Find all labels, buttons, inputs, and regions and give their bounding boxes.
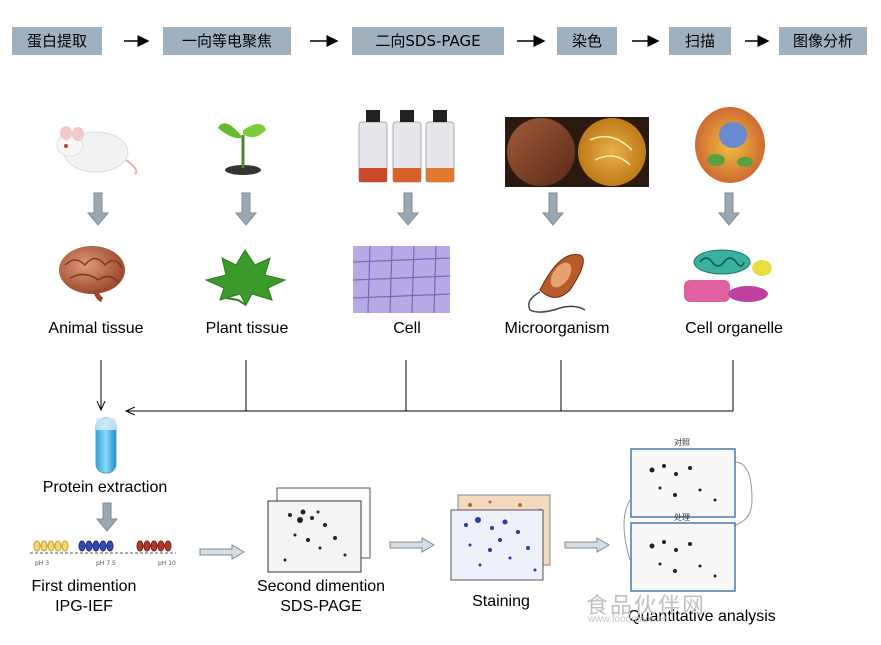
second-dimension-label: Second dimention [256,578,386,595]
treatment-gel-label: 处理 [674,512,690,522]
source-label-microorganism: Microorganism [504,320,610,337]
quantitative-analysis-label: Quantitative analysis [628,608,776,625]
step-first-dimension: 一向等电聚焦 [163,27,291,55]
plant-cells-icon [352,245,451,314]
maple-leaf-icon [204,249,287,307]
first-dimension-label: First dimention [31,578,137,595]
second-dimension-method: SDS-PAGE [280,598,362,615]
staining-label: Staining [472,593,530,610]
control-gel-label: 对照 [674,437,690,447]
petri-dishes-icon [505,117,649,187]
source-label-cell: Cell [393,320,421,337]
watermark-url: www.foodmate.net [588,614,671,625]
protein-extraction-label: Protein extraction [42,479,168,496]
first-dimension-method: IPG-IEF [55,598,113,615]
source-down-arrows [86,192,741,226]
ph-label-low: pH 3 [35,560,49,567]
cell-illustration-icon [695,107,765,183]
step-scanning: 扫描 [669,27,731,55]
second-dimension-gels [267,487,371,573]
mouse-icon [56,126,138,175]
extraction-down-arrow [95,502,119,532]
culture-flasks-icon [358,110,455,183]
analysis-gels: 对照 处理 [623,437,753,592]
ipg-strip-icon: pH 3 pH 7.5 pH 10 [30,540,176,567]
source-label-organelle: Cell organelle [685,320,783,337]
stained-gels [450,494,551,581]
bacterium-icon [528,253,586,313]
watermark-text: 食品伙伴网 [586,594,707,619]
ph-label-high: pH 10 [158,560,176,567]
step-protein-extraction: 蛋白提取 [12,27,102,55]
step-image-analysis: 图像分析 [779,27,867,55]
ph-label-mid: pH 7.5 [96,560,116,567]
organelles-icon [684,249,772,302]
source-label-plant: Plant tissue [205,320,289,337]
process-right-arrows [199,537,610,560]
step-second-dimension: 二向SDS-PAGE [352,27,504,55]
step-staining: 染色 [557,27,617,55]
source-label-animal: Animal tissue [48,320,144,337]
test-tube-icon [95,417,117,474]
seedling-icon [218,123,266,175]
brain-icon [59,246,125,303]
collection-lines [101,360,734,411]
